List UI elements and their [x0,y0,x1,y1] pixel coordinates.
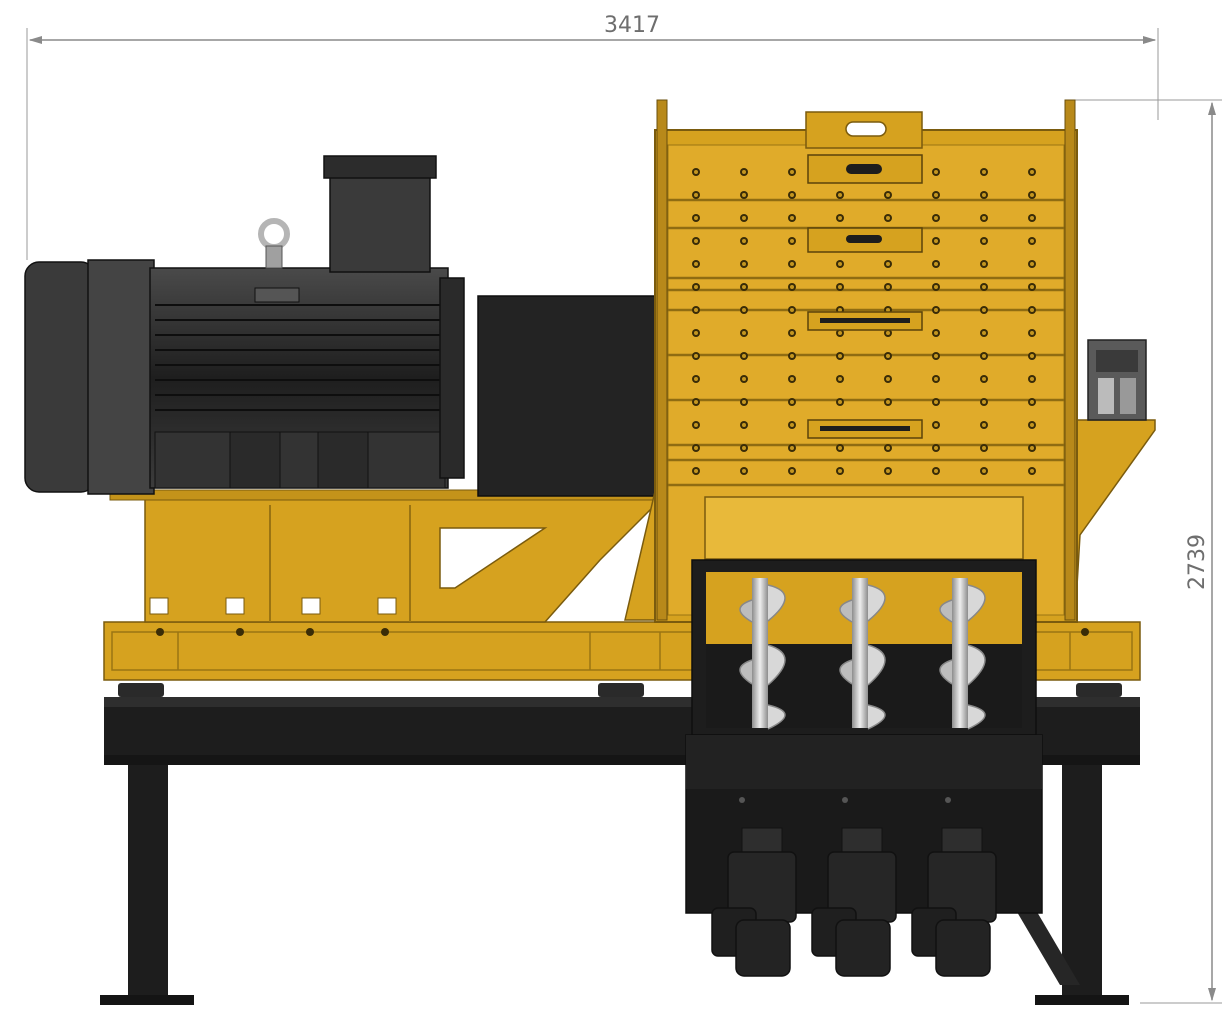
auger-screw [739,578,786,730]
stand-foot-left [100,995,194,1005]
crusher-housing [624,99,1156,623]
gear-motor [711,827,797,977]
housing-lifting-lug [805,111,923,149]
motor-base [109,489,661,623]
stand-brace-right [1010,900,1080,985]
vibration-mounts [118,683,1122,697]
auger-screw [939,578,986,730]
stand-foot-right [1035,995,1129,1005]
stand-leg-right [1062,765,1102,1000]
width-dimension: 3417 [26,13,1159,260]
side-gear-unit [1087,339,1147,421]
auger-screw [839,578,886,730]
housing-feed-plate [704,496,1024,560]
electric-motor [24,155,465,495]
housing-post-right [1064,99,1076,621]
height-dimension: 2739 [1075,99,1222,1004]
gear-motor [811,827,897,977]
width-dimension-label: 3417 [604,13,660,38]
coupling-guard [477,295,657,497]
motor-fan-cover [24,261,96,493]
motor-base-plate [144,497,656,623]
gear-motor [911,827,997,977]
lifting-eye-icon [258,218,290,269]
stand-leg-left [128,765,168,1000]
height-dimension-label: 2739 [1185,534,1210,590]
housing-post-left [656,99,668,621]
